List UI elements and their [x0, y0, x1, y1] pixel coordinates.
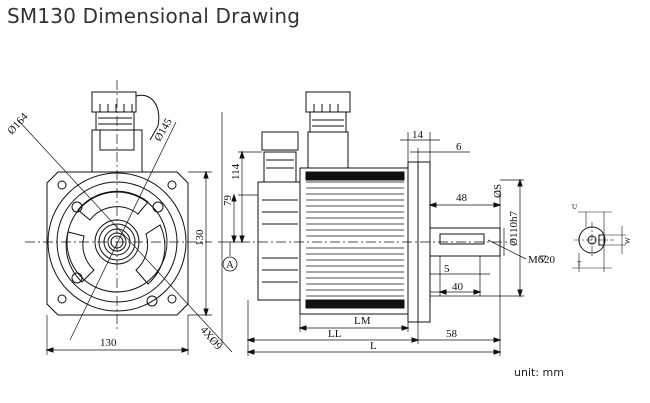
encoder-connector: [263, 151, 297, 183]
depth-symbol: [539, 255, 547, 263]
lm-label: LM: [354, 315, 371, 327]
flange-outline: [46, 171, 189, 316]
h79-label: 79: [222, 195, 234, 207]
dia145-label: Ø145: [152, 116, 175, 144]
thread-label: M6: [528, 254, 544, 266]
h114-label: 114: [230, 163, 242, 180]
holes-label: 4XØ9: [198, 324, 225, 353]
motor-body: [299, 167, 409, 315]
dia110-label: Ø110h7: [508, 210, 520, 246]
d58-label: 58: [446, 328, 458, 340]
spoke-window: [65, 231, 95, 283]
width-130-label: 130: [100, 337, 117, 349]
power-connector: [307, 131, 349, 169]
datum-symbol: [222, 256, 238, 272]
ll-label: LL: [328, 328, 342, 340]
shaft-section-view: [572, 211, 626, 272]
dia-s-label: ØS: [492, 184, 504, 198]
mounting-hole: [57, 294, 67, 304]
d40-label: 40: [452, 281, 464, 293]
cooling-fins: [306, 175, 404, 303]
l-label: L: [370, 340, 377, 352]
mounting-hole: [167, 180, 177, 190]
shaft-key: [439, 233, 485, 245]
mounting-hole: [57, 180, 67, 190]
datum-label: A: [226, 259, 234, 271]
t-label: T: [577, 260, 582, 268]
unit-note: unit: mm: [514, 366, 564, 379]
thread-depth-label: 20: [544, 254, 556, 266]
mounting-hole: [167, 294, 177, 304]
d5-label: 5: [444, 263, 450, 275]
u-label: U: [572, 203, 577, 211]
side-view: [218, 91, 527, 356]
spoke-window: [77, 190, 149, 221]
page-title: SM130 Dimensional Drawing: [7, 4, 301, 28]
height-130-label: 130: [194, 229, 206, 246]
w-label: W: [624, 237, 632, 244]
dia164-label: Ø164: [5, 110, 31, 137]
front-view: [17, 80, 233, 355]
spoke-window: [135, 224, 166, 285]
cable: [135, 94, 160, 141]
d6-label: 6: [456, 141, 462, 153]
d48-label: 48: [456, 192, 468, 204]
d14-label: 14: [412, 129, 424, 141]
